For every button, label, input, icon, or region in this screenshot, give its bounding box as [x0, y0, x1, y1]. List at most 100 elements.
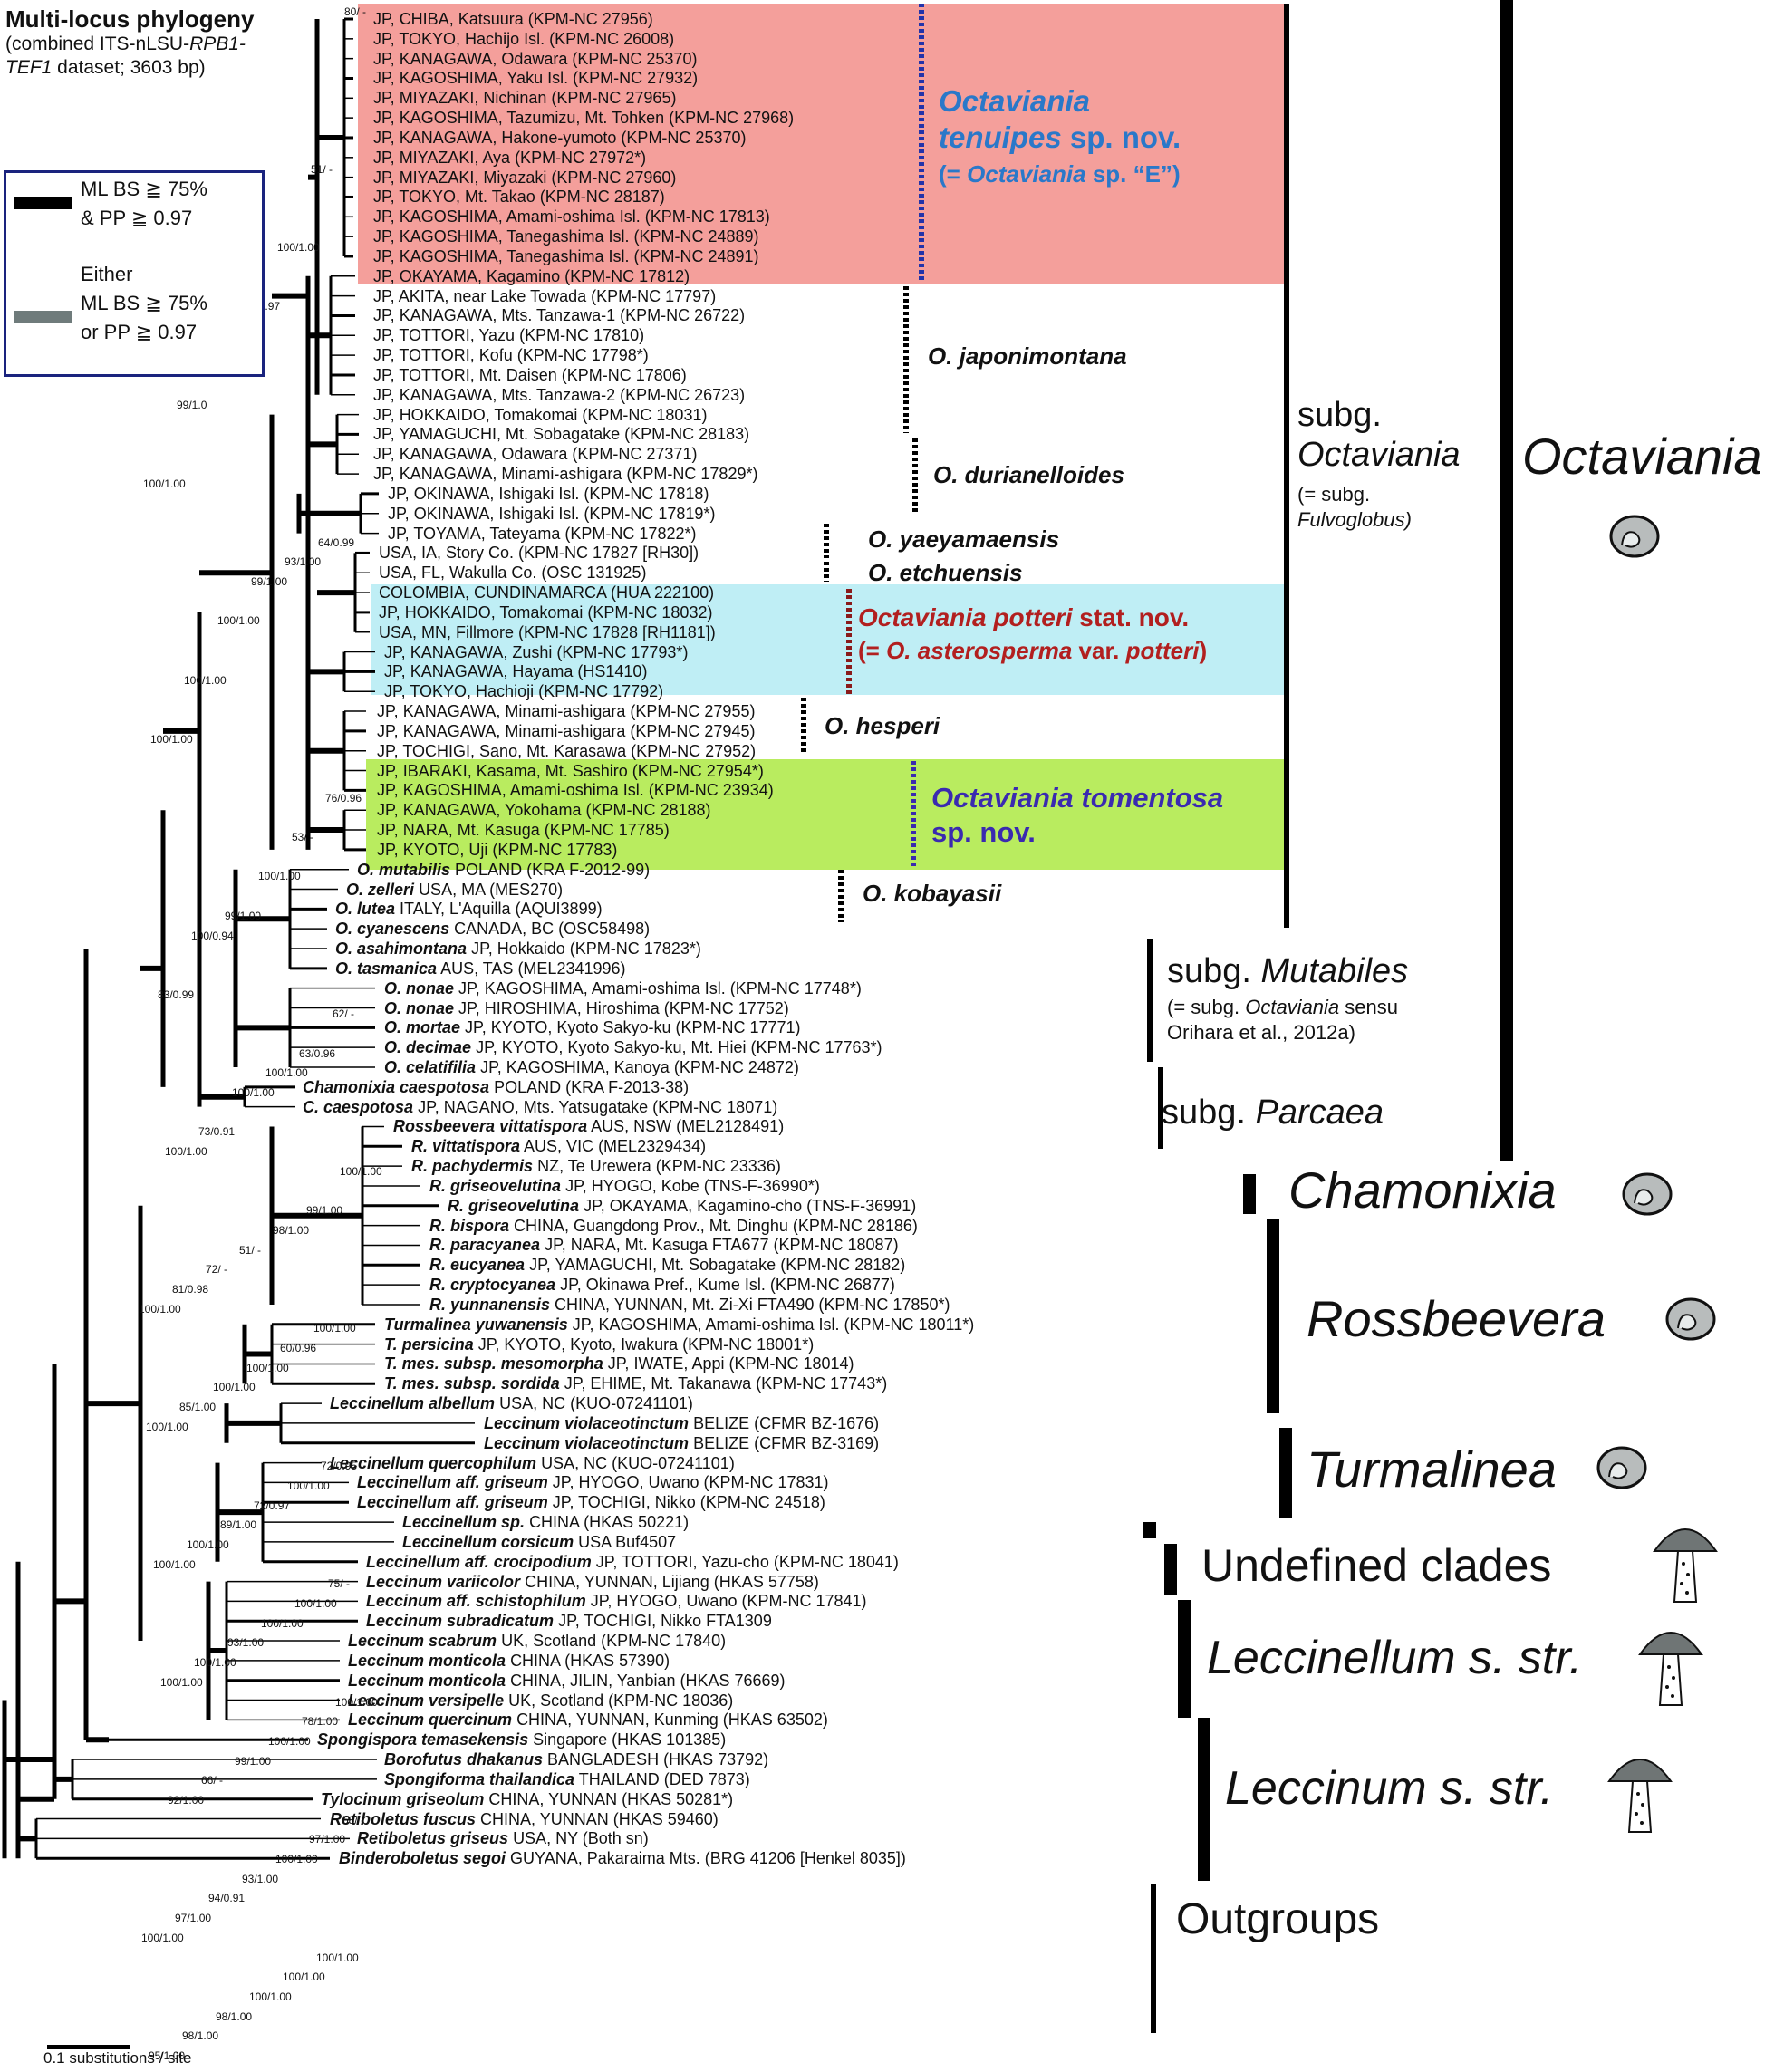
tip-voucher: JP, NAGANO, Mts. Yatsugatake (KPM-NC 180… [418, 1097, 778, 1116]
tip-label: O. mortae JP, KYOTO, Kyoto Sakyo-ku (KPM… [384, 1017, 801, 1037]
genus-bar-leccinellum [1178, 1600, 1191, 1718]
tomentosa-status: sp. nov. [931, 816, 1036, 848]
tip-label: Retiboletus griseus USA, NY (Both sn) [357, 1828, 649, 1848]
tip-voucher: JP, KAGOSHIMA, Tazumizu, Mt. Tohken (KPM… [373, 109, 795, 128]
figure-title: Multi-locus phylogeny (combined ITS-nLSU… [5, 5, 254, 80]
tip-label: JP, KYOTO, Uji (KPM-NC 17783) [377, 840, 617, 860]
tip-voucher: BELIZE (CFMR BZ-1676) [693, 1413, 880, 1432]
tip-label: JP, MIYAZAKI, Nichinan (KPM-NC 27965) [373, 88, 676, 108]
tenuipes-epithet: tenuipes sp. nov. [939, 120, 1181, 156]
tip-voucher: JP, KANAGAWA, Minami-ashigara (KPM-NC 17… [373, 465, 758, 484]
genus-bar-leccinum [1198, 1718, 1210, 1881]
support-legend: ML BS ≧ 75% & PP ≧ 0.97 Either ML BS ≧ 7… [4, 170, 265, 377]
tip-voucher: JP, TOCHIGI, Nikko FTA1309 [558, 1612, 772, 1631]
tip-label: T. mes. subsp. mesomorpha JP, IWATE, App… [384, 1354, 854, 1373]
support-value: 100/1.00 [141, 1931, 184, 1944]
subg-parcaea-name: Parcaea [1255, 1094, 1384, 1132]
subg-mutabiles-name: Mutabiles [1260, 952, 1409, 990]
tip-voucher: UK, Scotland (KPM-NC 17840) [501, 1632, 727, 1651]
tip-voucher: JP, OKINAWA, Ishigaki Isl. (KPM-NC 17818… [388, 484, 709, 503]
potteri-syn-var: var. [1072, 637, 1126, 664]
tip-taxon: Turmalinea yuwanensis [384, 1315, 568, 1334]
strong-support-label-1: ML BS ≧ 75% [81, 178, 207, 200]
support-value: 89/1.00 [220, 1518, 257, 1532]
tip-label: JP, OKAYAMA, Kagamino (KPM-NC 17812) [373, 266, 690, 286]
tip-voucher: JP, HYOGO, Uwano (KPM-NC 17831) [552, 1473, 829, 1492]
clade-label-etchuensis: O. etchuensis [868, 559, 1023, 586]
support-value: 99/1.00 [306, 1204, 343, 1218]
tip-taxon: R. bispora [429, 1216, 510, 1235]
support-value: 99/1.00 [251, 575, 288, 589]
tip-voucher: JP, HIROSHIMA, Hiroshima (KPM-NC 17752) [458, 998, 789, 1017]
tip-voucher: USA Buf4507 [578, 1532, 677, 1551]
tip-label: Leccinellum aff. crocipodium JP, TOTTORI… [366, 1552, 899, 1572]
support-value: 100/1.00 [268, 1734, 311, 1748]
tip-taxon: O. lutea [335, 900, 396, 919]
tip-label: O. tasmanica AUS, TAS (MEL2341996) [335, 959, 626, 978]
tip-label: JP, KAGOSHIMA, Amami-oshima Isl. (KPM-NC… [373, 207, 770, 226]
tip-label: Retiboletus fuscus CHINA, YUNNAN (HKAS 5… [330, 1809, 719, 1829]
support-value: 93/1.00 [285, 555, 322, 569]
support-value: 78/1.00 [302, 1715, 339, 1729]
tip-taxon: T. mes. subsp. mesomorpha [384, 1354, 603, 1373]
subg-parcaea-prefix: subg. [1162, 1094, 1256, 1132]
tip-taxon: Tylocinum griseolum [321, 1789, 485, 1808]
tip-label: R. pachydermis NZ, Te Urewera (KPM-NC 23… [411, 1156, 781, 1176]
support-value: 100/1.00 [150, 732, 193, 746]
genus-label-leccinellum: Leccinellum s. str. [1207, 1632, 1583, 1684]
tip-voucher: JP, KANAGAWA, Mts. Tanzawa-2 (KPM-NC 267… [373, 385, 746, 404]
tip-label: JP, KAGOSHIMA, Tanegashima Isl. (KPM-NC … [373, 226, 759, 246]
tip-label: JP, KAGOSHIMA, Tanegashima Isl. (KPM-NC … [373, 246, 759, 266]
tip-voucher: USA, FL, Wakulla Co. (OSC 131925) [379, 564, 647, 583]
support-value: 100/0.94 [191, 929, 234, 942]
tip-label: JP, OKINAWA, Ishigaki Isl. (KPM-NC 17818… [388, 484, 709, 504]
tip-taxon: O. zelleri [346, 880, 415, 899]
tip-voucher: JP, KYOTO, Kyoto, Iwakura (KPM-NC 18001*… [477, 1335, 815, 1354]
tip-taxon: Rossbeevera vittatispora [393, 1117, 588, 1136]
tip-label: USA, MN, Fillmore (KPM-NC 17828 [RH1181]… [379, 622, 716, 642]
potteri-syn-epithet: potteri [1125, 637, 1200, 664]
clade-label-kobayasii: O. kobayasii [863, 880, 1002, 907]
tip-voucher: JP, KANAGAWA, Odawara (KPM-NC 25370) [373, 49, 698, 68]
tip-voucher: JP, CHIBA, Katsuura (KPM-NC 27956) [373, 10, 653, 28]
tip-label: Leccinellum aff. griseum JP, TOCHIGI, Ni… [357, 1492, 825, 1512]
support-value: 100/1.00 [153, 1557, 196, 1571]
tip-voucher: AUS, NSW (MEL2128491) [591, 1117, 785, 1136]
tip-label: R. paracyanea JP, NARA, Mt. Kasuga FTA67… [429, 1235, 899, 1255]
tip-taxon: O. tasmanica [335, 959, 438, 978]
clade-label-durianelloides: O. durianelloides [933, 461, 1124, 488]
tip-voucher: JP, KAGOSHIMA, Amami-oshima Isl. (KPM-NC… [572, 1315, 975, 1334]
support-value: 100/1.00 [277, 241, 320, 255]
support-value: 100/1.00 [313, 1322, 356, 1335]
support-value: 97/1.00 [175, 1912, 212, 1925]
subgenus-bar-parcaea [1158, 1067, 1163, 1149]
potteri-syn-species: O. asterosperma [886, 637, 1073, 664]
tip-voucher: JP, KANAGAWA, Odawara (KPM-NC 27371) [373, 445, 698, 464]
support-value: 100/1.00 [143, 477, 186, 490]
tip-voucher: USA, MN, Fillmore (KPM-NC 17828 [RH1181]… [379, 622, 716, 641]
subgenus-bar-octaviania [1284, 4, 1289, 928]
tomentosa-name: Octaviania tomentosa [931, 782, 1224, 814]
tip-taxon: T. mes. subsp. sordida [384, 1374, 560, 1393]
tip-voucher: JP, TOKYO, Hachijo Isl. (KPM-NC 26008) [373, 29, 675, 48]
tip-voucher: COLOMBIA, CUNDINAMARCA (HUA 222100) [379, 583, 715, 602]
support-value: 72/0.95 [321, 1460, 358, 1473]
tip-taxon: Spongiforma thailandica [384, 1769, 575, 1788]
tip-label: Turmalinea yuwanensis JP, KAGOSHIMA, Ama… [384, 1315, 974, 1335]
clade-label-hesperi: O. hesperi [825, 712, 940, 739]
truffle-icon [1596, 1446, 1647, 1489]
support-value: 99/1.0 [177, 398, 207, 411]
tip-taxon: Leccinum violaceotinctum [484, 1433, 690, 1452]
potteri-line1: Octaviania potteri stat. nov. [858, 602, 1207, 634]
subg-octaviania-prefix: subg. [1297, 396, 1382, 434]
tip-voucher: AUS, TAS (MEL2341996) [440, 959, 626, 978]
genus-label-chamonixia: Chamonixia [1288, 1161, 1557, 1219]
tip-taxon: R. griseovelutina [448, 1196, 580, 1215]
tip-label: JP, HOKKAIDO, Tomakomai (KPM-NC 18031) [373, 405, 707, 425]
tip-label: R. griseovelutina JP, HYOGO, Kobe (TNS-F… [429, 1176, 820, 1196]
tip-label: Leccinellum aff. griseum JP, HYOGO, Uwan… [357, 1472, 829, 1492]
genus-label-outgroups: Outgroups [1176, 1895, 1380, 1943]
tip-label: Rossbeevera vittatispora AUS, NSW (MEL21… [393, 1116, 784, 1136]
tip-voucher: CHINA, YUNNAN, Mt. Zi-Xi FTA490 (KPM-NC … [555, 1295, 950, 1314]
